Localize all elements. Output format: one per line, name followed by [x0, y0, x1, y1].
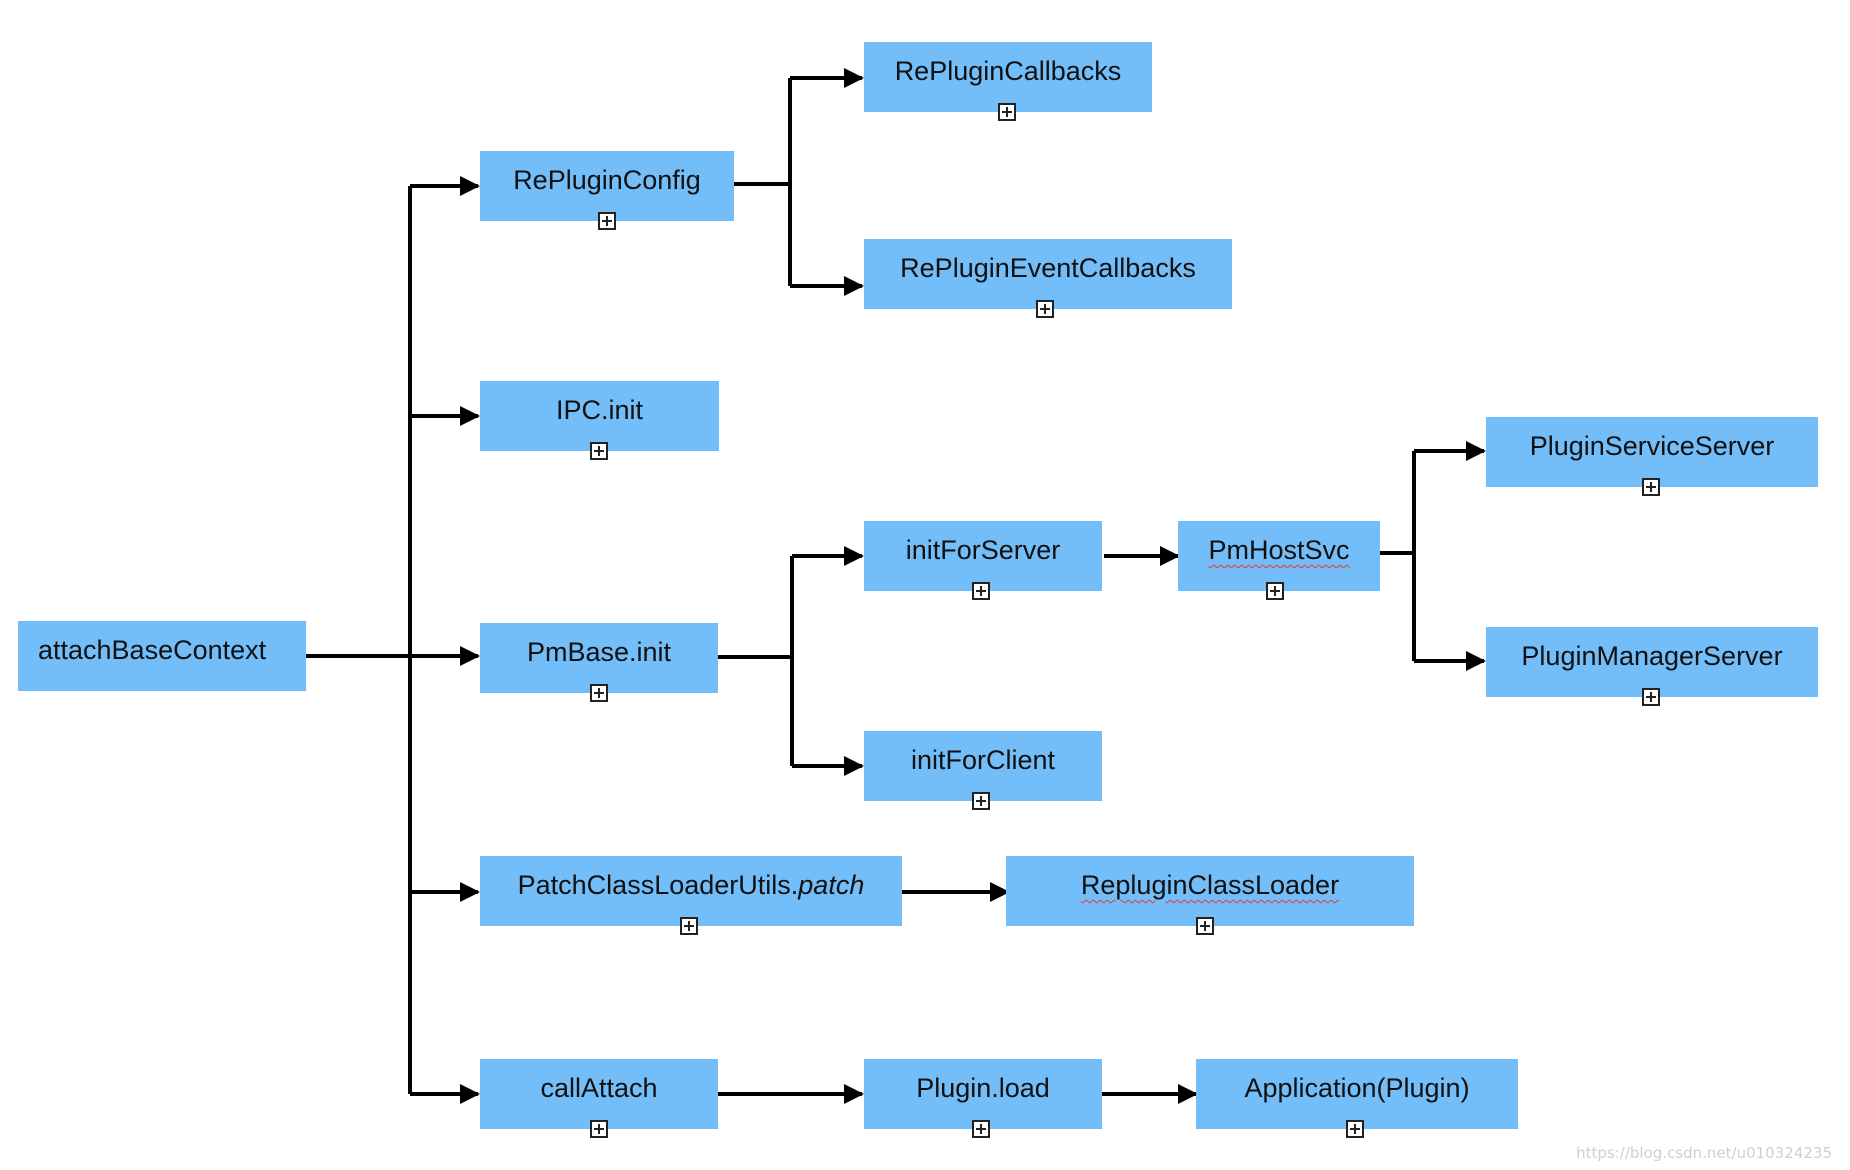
expand-icon[interactable]	[1266, 582, 1284, 600]
node-initforclient[interactable]: initForClient	[864, 731, 1102, 810]
node-applicationplugin[interactable]: Application(Plugin)	[1196, 1059, 1518, 1138]
node-label: RepluginClassLoader	[1006, 870, 1414, 900]
node-callattach[interactable]: callAttach	[480, 1059, 718, 1138]
node-label: PatchClassLoaderUtils.patch	[480, 870, 902, 900]
expand-icon[interactable]	[680, 917, 698, 935]
node-pluginmanagerserver[interactable]: PluginManagerServer	[1486, 627, 1818, 706]
node-label: Application(Plugin)	[1244, 1073, 1470, 1103]
node-label-text: RepluginClassLoader	[1080, 870, 1340, 900]
expand-icon[interactable]	[1036, 300, 1054, 318]
expand-icon[interactable]	[972, 792, 990, 810]
node-label: initForClient	[910, 745, 1056, 775]
expand-icon[interactable]	[598, 212, 616, 230]
node-pluginserviceserver[interactable]: PluginServiceServer	[1486, 417, 1818, 496]
node-label-text: PmHostSvc	[1208, 535, 1350, 565]
expand-icon[interactable]	[590, 442, 608, 460]
node-repluginclassloader[interactable]: RepluginClassLoader	[1006, 856, 1414, 935]
node-attachbasecontext[interactable]: attachBaseContext	[18, 621, 306, 691]
node-label: RePluginConfig	[513, 165, 701, 195]
node-label: PluginManagerServer	[1521, 641, 1783, 671]
node-label: Plugin.load	[916, 1073, 1050, 1103]
expand-icon[interactable]	[590, 1120, 608, 1138]
node-label: IPC.init	[555, 395, 644, 425]
node-ipcinit[interactable]: IPC.init	[480, 381, 719, 460]
node-label: PluginServiceServer	[1529, 431, 1775, 461]
node-label-method: patch	[798, 870, 865, 900]
expand-icon[interactable]	[590, 684, 608, 702]
node-initforserver[interactable]: initForServer	[864, 521, 1102, 600]
node-label: RePluginCallbacks	[894, 56, 1122, 86]
watermark: https://blog.csdn.net/u010324235	[1576, 1144, 1832, 1162]
node-pmhostsvc[interactable]: PmHostSvc	[1178, 521, 1380, 600]
node-label-text: PatchClassLoaderUtils.	[517, 870, 799, 900]
node-label: RePluginEventCallbacks	[900, 253, 1196, 283]
node-label: callAttach	[540, 1073, 658, 1103]
expand-icon[interactable]	[1642, 478, 1660, 496]
node-pluginload[interactable]: Plugin.load	[864, 1059, 1102, 1138]
node-label: initForServer	[905, 535, 1061, 565]
node-pmbaseinit[interactable]: PmBase.init	[480, 623, 718, 702]
expand-icon[interactable]	[1196, 917, 1214, 935]
expand-icon[interactable]	[972, 1120, 990, 1138]
expand-icon[interactable]	[972, 582, 990, 600]
node-repluginevencallbacks[interactable]: RePluginEventCallbacks	[864, 239, 1232, 318]
node-label: PmBase.init	[526, 637, 672, 667]
node-patchclassloaderutils[interactable]: PatchClassLoaderUtils.patch	[480, 856, 902, 935]
node-replugincallbacks[interactable]: RePluginCallbacks	[864, 42, 1152, 121]
expand-icon[interactable]	[998, 103, 1016, 121]
node-label: attachBaseContext	[38, 635, 267, 665]
node-label: PmHostSvc	[1178, 535, 1380, 565]
expand-icon[interactable]	[1642, 688, 1660, 706]
node-repluginconfig[interactable]: RePluginConfig	[480, 151, 734, 230]
expand-icon[interactable]	[1346, 1120, 1364, 1138]
